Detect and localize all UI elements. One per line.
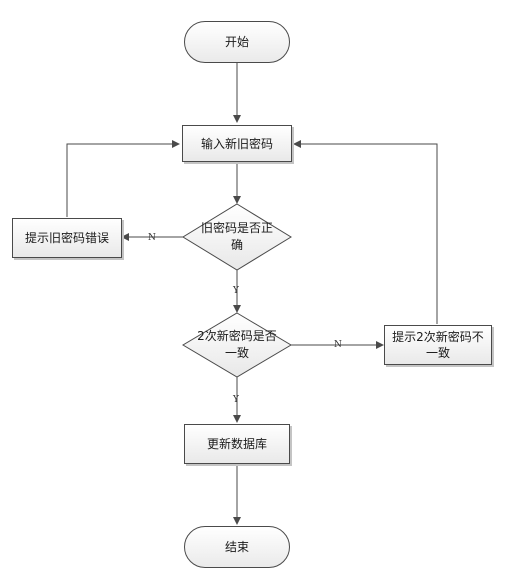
check-old-password-label: 旧密码是否正确 (200, 221, 273, 252)
end-label: 结束 (224, 540, 249, 554)
connector-old-wrong-back-to-input (66, 140, 180, 217)
update-database-box: 更新数据库 (184, 424, 290, 464)
edge-label-old-no: N (148, 233, 156, 243)
check-new-password-match-label: 2次新密码是否一致 (197, 329, 277, 360)
end-terminal: 结束 (184, 526, 290, 568)
edge-label-match-yes: Y (233, 395, 239, 405)
new-password-mismatch-box: 提示2次新密码不一致 (384, 325, 492, 365)
input-passwords-label: 输入新旧密码 (200, 136, 273, 151)
connector-mismatch-back-to-input (293, 140, 438, 324)
old-password-wrong-label: 提示旧密码错误 (24, 231, 109, 245)
input-passwords-box: 输入新旧密码 (182, 125, 292, 162)
old-password-wrong-box: 提示旧密码错误 (12, 218, 122, 258)
edge-label-match-no: N (334, 340, 342, 350)
start-label: 开始 (224, 35, 249, 49)
new-password-mismatch-label: 提示2次新密码不一致 (392, 330, 484, 360)
edge-label-old-yes: Y (233, 286, 239, 296)
start-terminal: 开始 (184, 21, 290, 63)
update-database-label: 更新数据库 (206, 437, 267, 451)
